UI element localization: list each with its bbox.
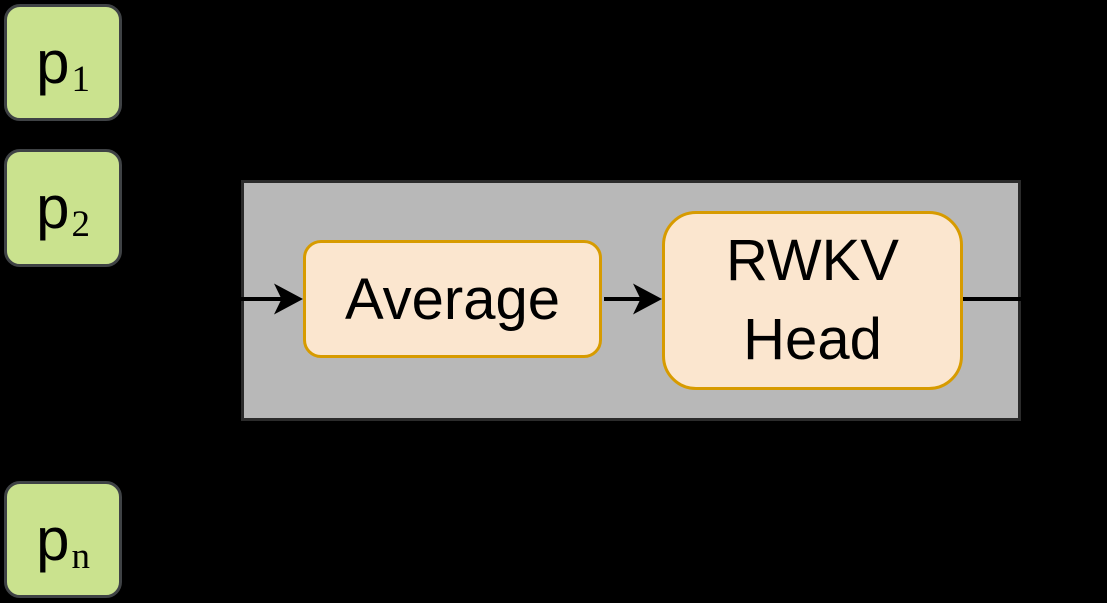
input-node-pn: p n bbox=[4, 481, 122, 598]
input-node-pn-label: p n bbox=[36, 505, 90, 575]
rwkv-head-block: RWKV Head bbox=[662, 211, 963, 390]
input-node-p1: p 1 bbox=[4, 4, 122, 121]
rwkv-head-block-label-line1: RWKV bbox=[726, 228, 899, 294]
input-node-p2-base: p bbox=[36, 174, 70, 241]
input-node-pn-base: p bbox=[36, 505, 70, 573]
input-node-p1-subscript: 1 bbox=[71, 58, 90, 100]
input-node-p2: p 2 bbox=[4, 149, 122, 267]
rwkv-head-block-label-line2: Head bbox=[743, 306, 882, 372]
average-block-label: Average bbox=[345, 266, 560, 332]
input-node-p2-label: p 2 bbox=[36, 174, 90, 244]
average-block: Average bbox=[303, 240, 602, 358]
input-node-p1-label: p 1 bbox=[36, 28, 90, 98]
input-node-p1-base: p bbox=[36, 28, 70, 96]
input-node-p2-subscript: 2 bbox=[71, 204, 90, 245]
input-node-pn-subscript: n bbox=[71, 535, 90, 577]
